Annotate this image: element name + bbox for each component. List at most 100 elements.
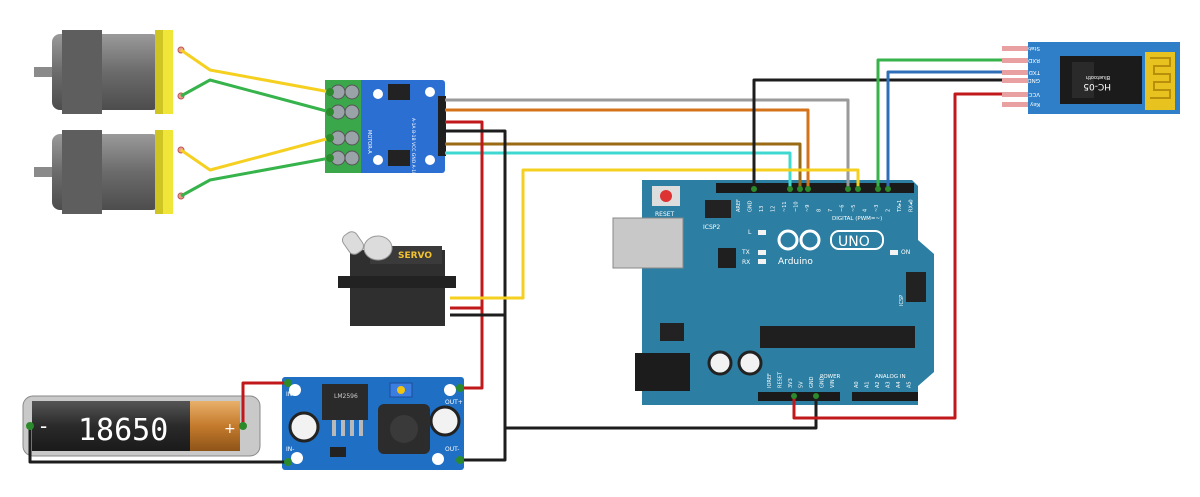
pin-label: 5V: [799, 381, 805, 388]
motor-a-label: MOTOR-A: [366, 130, 372, 154]
digital-header: [716, 183, 914, 193]
pin-label: 4: [863, 209, 869, 212]
pin-label: 2: [886, 209, 892, 212]
pin-label: 12: [771, 206, 777, 212]
bluetooth-sub: Bluetooth: [1086, 74, 1110, 80]
wire-gray: [445, 98, 850, 188]
pin-label: AREF: [736, 199, 742, 212]
wire-motor2-yellow: [180, 136, 331, 172]
icsp2-label: ICSP2: [703, 224, 720, 231]
regulator-label: LM2596: [334, 393, 358, 400]
pin-label: 13: [759, 206, 765, 212]
bt-pin-label: VCC: [1028, 91, 1040, 97]
pin-label: A0: [854, 381, 860, 388]
pin-label: RESET: [778, 371, 784, 388]
pin-label: A2: [875, 381, 881, 388]
top-pin-labels: AREF GND 13 12 ~11 ~10 ~9 8 7 ~6 ~5 4 ~3 2 TX▸1 RX◂0: [736, 199, 915, 213]
wire-bt-vcc-red: [792, 92, 1008, 420]
bt-pin-label: State: [1025, 45, 1040, 51]
battery-plus: +: [224, 421, 236, 437]
pin-label: GND: [820, 376, 826, 388]
buck-converter: LM2596 IN+ IN- OUT+ OUT-: [282, 377, 464, 470]
pin-label: ~11: [782, 201, 788, 212]
wire-battery-plus: [241, 381, 288, 426]
pin-label: A4: [896, 381, 902, 388]
usb-port: [612, 217, 684, 269]
tx-label: TX: [741, 249, 750, 256]
on-label: ON: [901, 249, 910, 256]
motor-driver-pins-label: A-1A B-1B VCC GND A-1B B-1A: [410, 118, 416, 188]
bt-pin-label: RXD: [1028, 57, 1040, 63]
buck-in-plus: IN+: [286, 391, 297, 398]
pin-label: GND: [748, 200, 754, 212]
pin-label: ~10: [794, 201, 800, 212]
pin-label: ~5: [851, 205, 857, 212]
pin-label: RX◂0: [909, 199, 915, 212]
buck-out-minus: OUT-: [445, 446, 459, 453]
wire-motor1-green: [180, 78, 331, 114]
wire-motor2-green: [180, 156, 331, 198]
bluetooth-model: HC-05: [1083, 81, 1111, 91]
bt-header-pins: [1002, 46, 1028, 107]
battery-label: 18650: [78, 413, 168, 448]
arduino-brand: Arduino: [778, 257, 813, 267]
wire-servo-signal-yellow: [450, 168, 860, 300]
bt-pin-label: TXD: [1029, 69, 1041, 75]
analog-label: ANALOG IN: [875, 374, 906, 380]
wire-driver-gnd-black: [445, 129, 507, 462]
digital-label: DIGITAL (PWM=~): [832, 216, 882, 222]
pin-label: ~3: [874, 205, 880, 212]
battery-18650: - 18650 +: [22, 395, 261, 457]
servo-motor: SERVO: [338, 231, 456, 326]
power-header: [758, 392, 840, 401]
pin-label: 3V3: [788, 378, 794, 388]
pin-label: 7: [828, 209, 834, 212]
dc-motor-bottom: [34, 130, 185, 214]
rx-label: RX: [742, 259, 750, 266]
buck-out-plus: OUT+: [445, 399, 463, 406]
pin-label: IOREF: [767, 373, 773, 388]
power-label: POWER: [820, 374, 841, 380]
wire-bt-gnd-black: [752, 78, 1008, 188]
pin-label: ~9: [805, 205, 811, 212]
wire-endpoints: [26, 88, 891, 466]
icsp-label: ICSP: [899, 295, 905, 306]
wire-bt-rxd-green: [876, 58, 1008, 188]
pin-label: GND: [809, 376, 815, 388]
bt-pin-label: Key: [1029, 101, 1040, 107]
dc-motor-top: [34, 30, 185, 114]
led-l-label: L: [748, 229, 752, 236]
servo-label: SERVO: [398, 251, 432, 261]
battery-minus: -: [40, 414, 47, 438]
pin-label: VIN: [830, 379, 836, 388]
analog-header: [852, 392, 918, 401]
wire-driver-vcc-red: [445, 120, 484, 390]
reset-label: RESET: [655, 211, 675, 218]
driver-chip-a: [388, 84, 410, 100]
wire-motor1-yellow: [180, 48, 331, 94]
wire-bt-txd-blue: [886, 70, 1008, 188]
pin-label: ~6: [840, 205, 846, 212]
regulator-ic: [322, 384, 368, 420]
uno-label: UNO: [838, 234, 870, 250]
buck-in-minus: IN-: [286, 446, 294, 453]
arduino-uno: RESET ICSP2 ICSP L TX RX ON UNO Arduino …: [612, 180, 934, 405]
bt-pin-label: GND: [1027, 77, 1040, 83]
wire-battery-minus: [28, 426, 288, 464]
wire-brown: [445, 142, 802, 188]
icsp-header: [906, 272, 926, 302]
reset-button[interactable]: [660, 190, 672, 202]
wire-cyan: [445, 151, 792, 188]
motor-driver-board: MOTOR-A A-1A B-1B VCC GND A-1B B-1A: [325, 80, 446, 188]
wires: [28, 48, 1008, 464]
pin-label: A1: [865, 381, 871, 388]
arduino-logo: [777, 229, 884, 251]
pin-label: 8: [817, 209, 823, 212]
pin-label: TX▸1: [897, 200, 903, 213]
atmega-chip: [760, 326, 915, 348]
driver-chip-b: [388, 150, 410, 166]
